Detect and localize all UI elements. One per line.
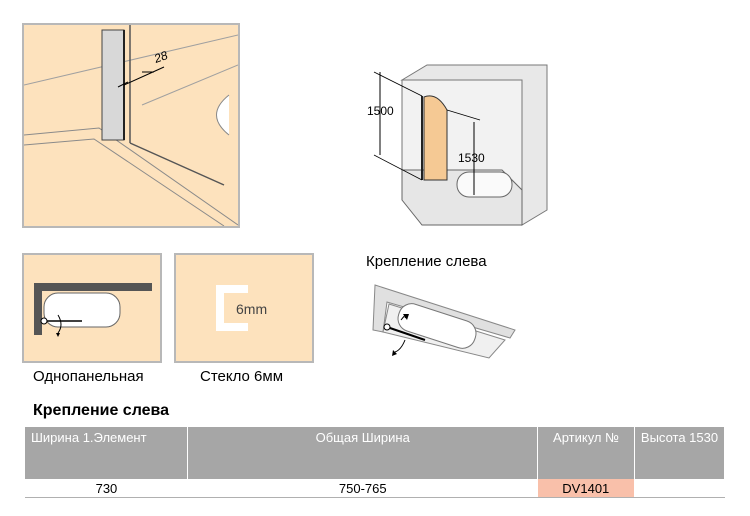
cell-article: DV1401	[537, 479, 636, 498]
bath-screen-overview-drawing: 1500 1530	[367, 64, 548, 226]
header-article: Артикул №	[537, 427, 636, 479]
cell-total-width: 750-765	[187, 479, 538, 498]
glass-thickness-icon	[216, 285, 248, 331]
section-title: Крепление слева	[33, 402, 170, 419]
header-total-width: Общая Ширина	[187, 427, 539, 479]
glass-thickness-icon-panel: 6mm	[174, 253, 314, 363]
detail-closeup-panel: 28	[22, 23, 240, 228]
mount-plan-drawing	[372, 284, 516, 359]
glass-thickness-caption: Стекло 6мм	[200, 368, 284, 385]
glass-thickness-label: 6mm	[236, 301, 268, 317]
table-header-row: Ширина 1.Элемент Общая Ширина Артикул № …	[25, 427, 725, 479]
mount-side-caption: Крепление слева	[366, 253, 487, 270]
cell-height	[634, 479, 725, 498]
profile-detail-drawing: 28	[24, 25, 238, 226]
single-panel-icon	[34, 283, 152, 337]
header-width-element: Ширина 1.Элемент	[25, 427, 189, 479]
height-1500-label: 1500	[367, 104, 394, 118]
header-height: Высота 1530	[634, 427, 725, 479]
profile-dimension-label: 28	[151, 48, 170, 66]
single-panel-icon-panel	[22, 253, 162, 363]
height-1530-label: 1530	[458, 151, 485, 165]
table-row: 730 750-765 DV1401	[25, 479, 725, 498]
cell-width-element: 730	[25, 479, 188, 498]
single-panel-caption: Однопанельная	[33, 368, 144, 385]
spec-table: Ширина 1.Элемент Общая Ширина Артикул № …	[25, 427, 725, 498]
